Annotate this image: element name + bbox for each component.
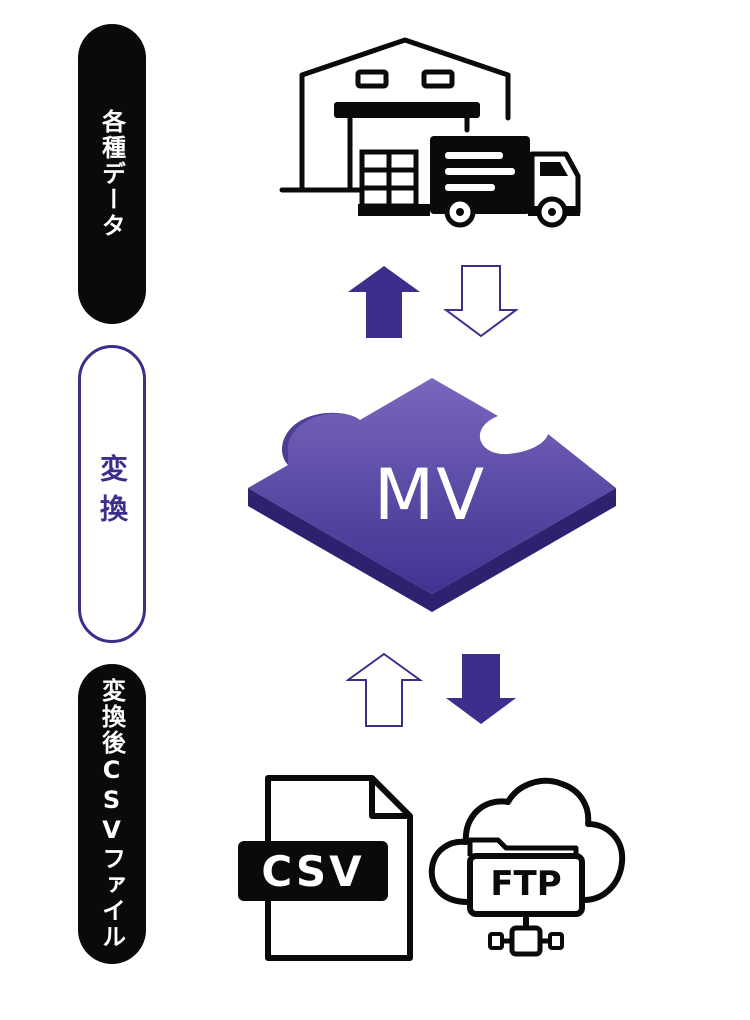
arrow-down-outline-icon	[442, 265, 518, 338]
arrow-up-outline-icon	[346, 652, 424, 727]
convert-label-pill: 変換	[78, 345, 146, 643]
source-data-label-pill: 各種データ	[78, 24, 146, 324]
csv-label: CSV	[238, 841, 388, 901]
ftp-cloud-icon	[428, 777, 626, 957]
warehouse-outline	[299, 37, 511, 193]
output-label: 変換後CSVファイル	[97, 678, 126, 950]
warehouse-truck-icon	[279, 37, 581, 228]
source-data-label: 各種データ	[97, 109, 126, 239]
convert-label: 変換	[96, 454, 129, 534]
ftp-label: FTP	[490, 864, 562, 904]
puzzle-piece-icon	[248, 378, 616, 612]
arrow-up-filled-icon	[348, 266, 420, 338]
bottom-arrows	[346, 652, 516, 727]
arrow-down-filled-icon	[446, 654, 516, 724]
center-mv-label: MV	[373, 454, 487, 536]
output-label-pill: 変換後CSVファイル	[78, 664, 146, 964]
top-arrows	[348, 265, 518, 338]
